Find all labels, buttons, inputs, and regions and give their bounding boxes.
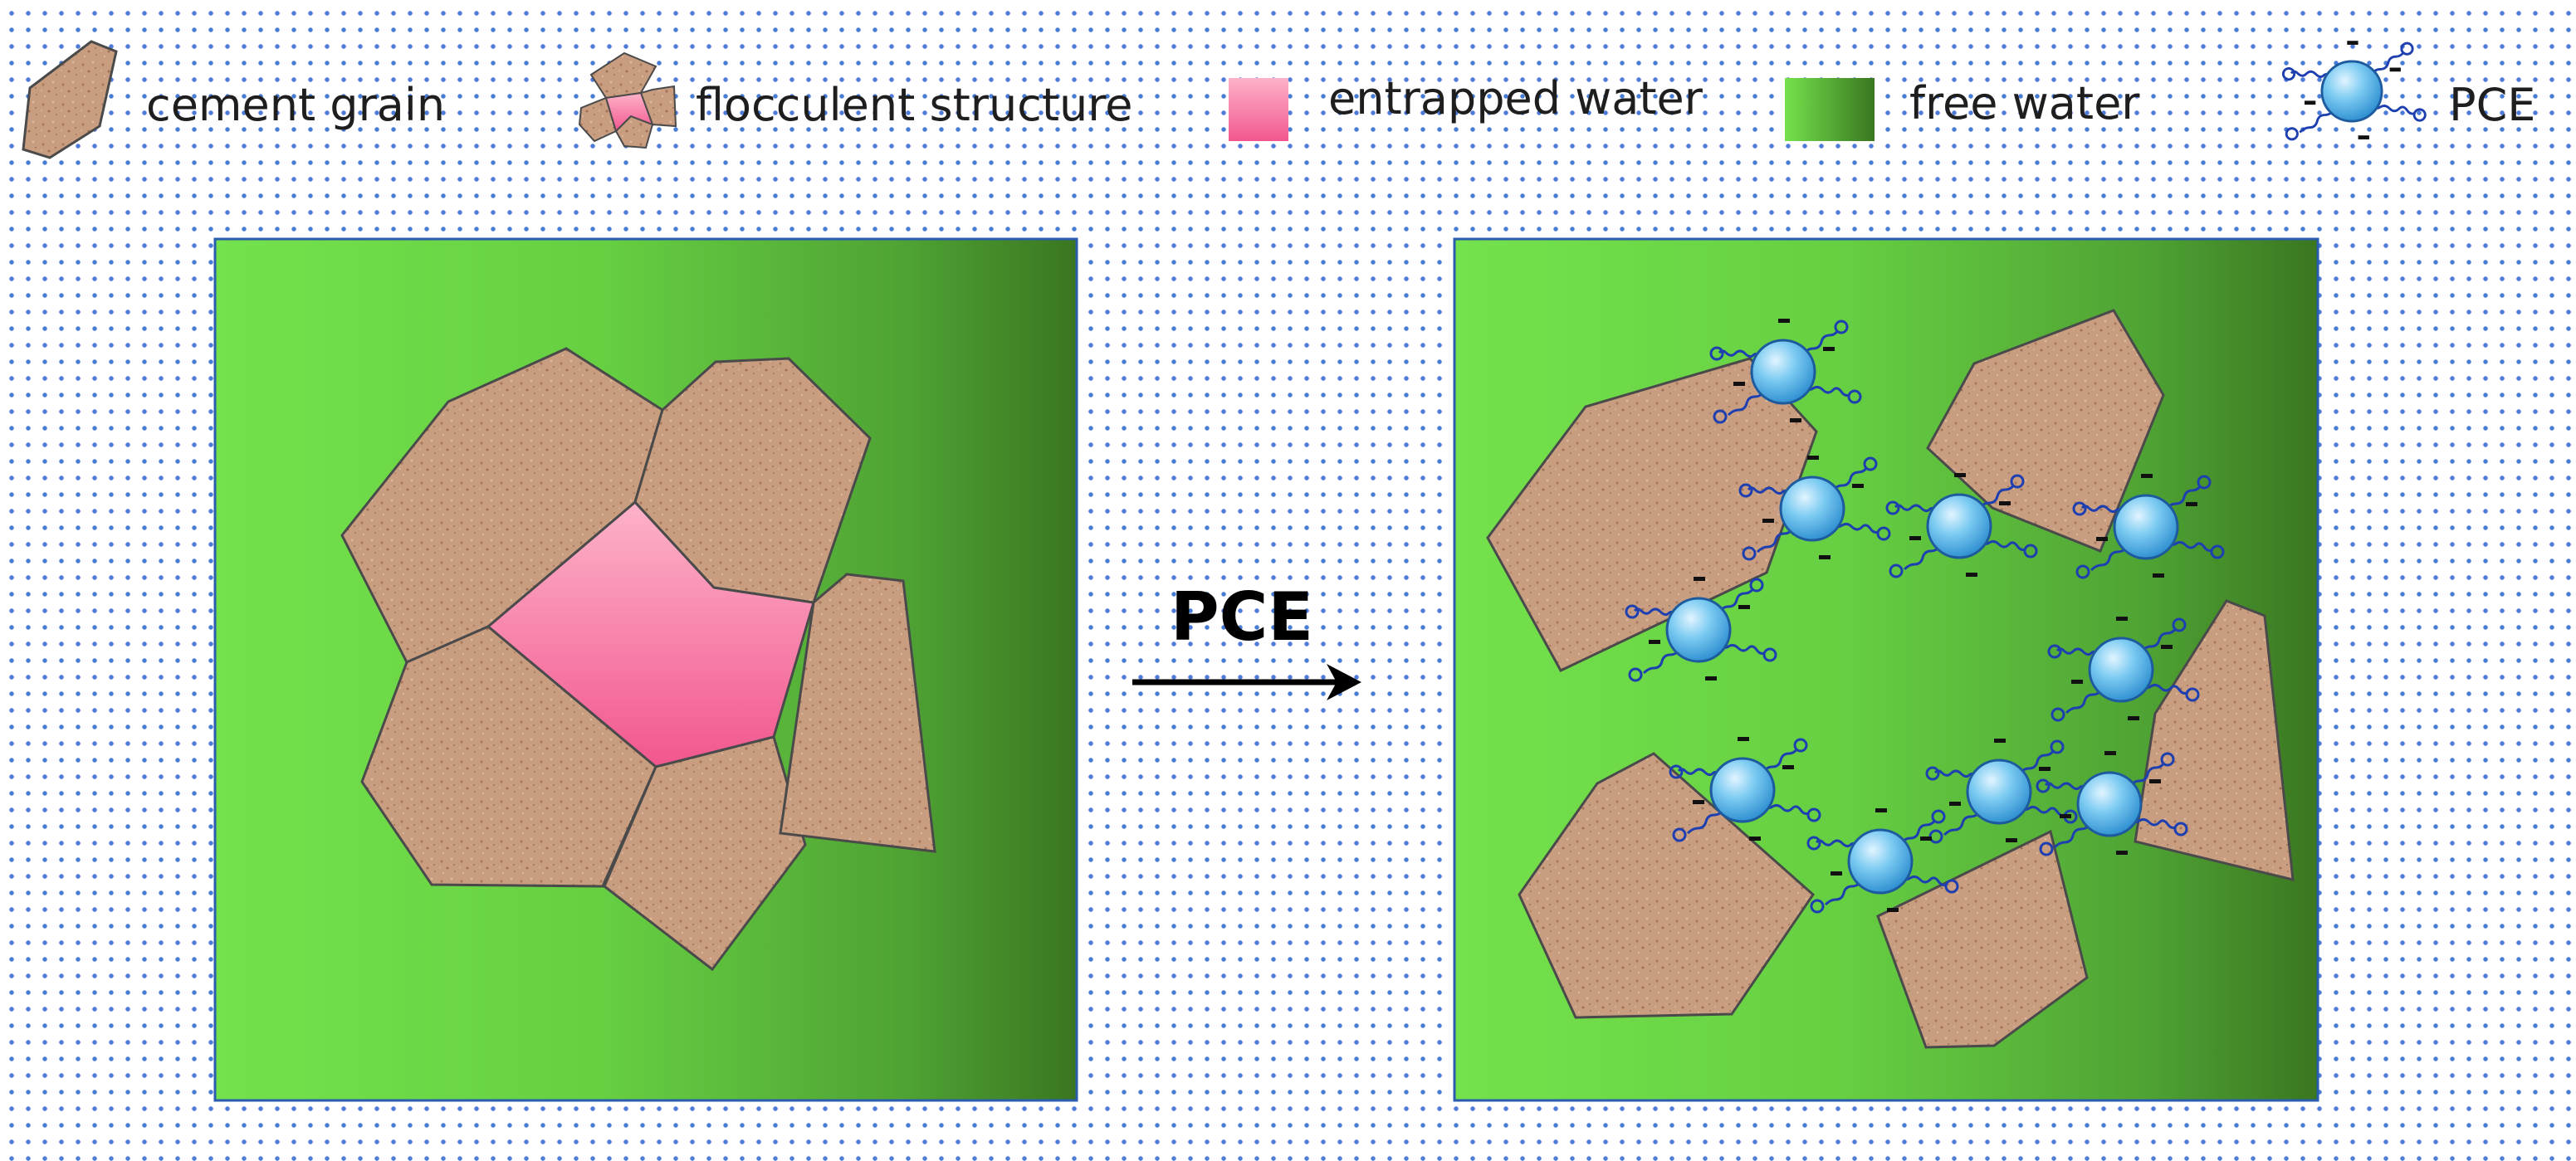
cement-grain <box>1926 309 2165 553</box>
legend-cement-grain-label: cement grain <box>146 79 446 131</box>
cement-grain <box>360 625 657 888</box>
cement-grain-icon <box>22 40 118 159</box>
legend-flocculent-structure-label: flocculent structure <box>696 79 1133 131</box>
reaction-arrow <box>1132 664 1361 700</box>
free-water-icon <box>1785 78 1875 141</box>
cement-grain <box>1518 752 1815 1019</box>
cement-grain <box>633 357 872 604</box>
cement-grain <box>779 573 936 853</box>
cement-grain <box>2134 599 2295 881</box>
legend-entrapped-water-label: entrapped water <box>1328 72 1703 124</box>
cement-grain <box>1876 829 2089 1049</box>
entrapped-water-icon <box>1229 78 1288 141</box>
flocculent-structure-icon <box>578 51 677 149</box>
legend <box>22 39 2427 159</box>
pce-molecule-icon <box>2281 39 2427 141</box>
cement-grain <box>1486 357 1818 672</box>
legend-pce-label: PCE <box>2449 79 2536 131</box>
left-panel <box>213 237 1078 1102</box>
legend-free-water-label: free water <box>1909 77 2140 129</box>
arrow-label: PCE <box>1171 578 1313 656</box>
right-panel <box>1453 237 2319 1102</box>
cement-grain <box>603 735 807 972</box>
